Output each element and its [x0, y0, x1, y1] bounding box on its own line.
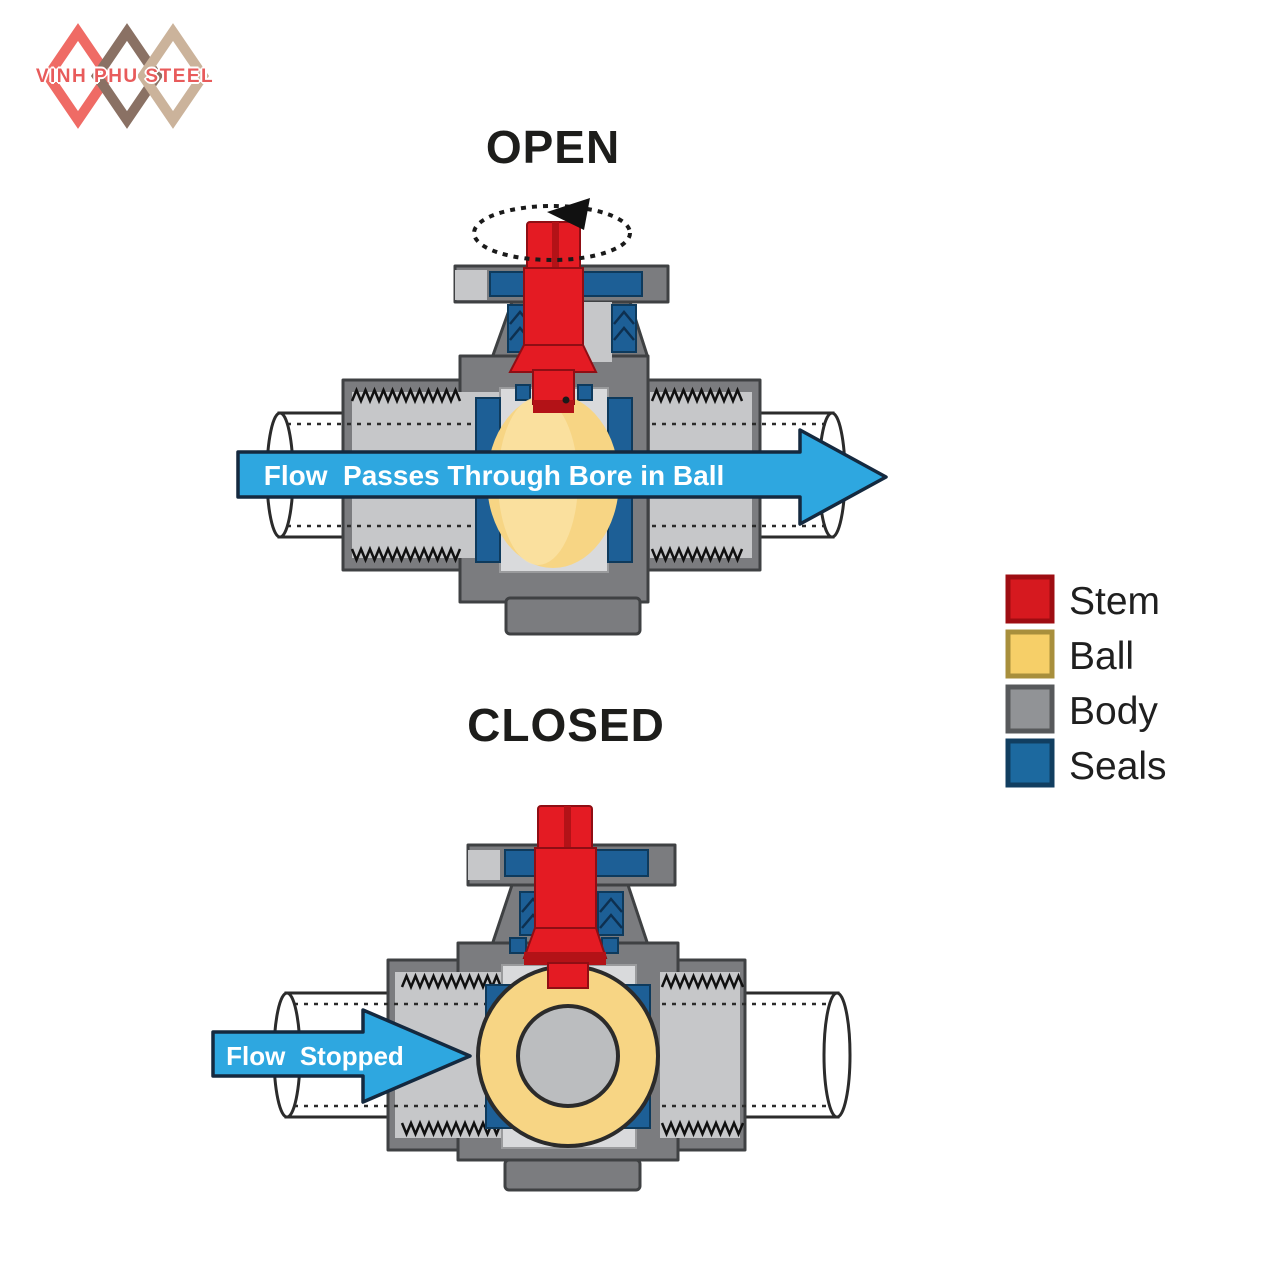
legend: Stem Ball Body Seals	[1005, 574, 1235, 794]
closed-ball-ring	[476, 964, 660, 1148]
closed-threads	[400, 972, 745, 1138]
closed-flow-arrow	[211, 1008, 472, 1104]
logo-diamond-red	[41, 23, 115, 129]
legend-label-body: Body	[1069, 689, 1158, 733]
logo-diamond-tan	[136, 23, 210, 129]
closed-seal-chevrons	[521, 897, 623, 929]
logo-text: VINH PHU STEEL	[35, 66, 215, 87]
legend-swatch-stem	[1010, 579, 1050, 619]
legend-swatch-body-border	[1005, 684, 1055, 734]
legend-swatches	[1005, 574, 1055, 788]
legend-swatch-stem-border	[1005, 574, 1055, 624]
closed-valve	[211, 805, 852, 1192]
rotation-arrow	[472, 198, 632, 262]
logo-diamond-marks	[41, 23, 210, 129]
legend-row-ball: Ball	[1005, 629, 1235, 684]
open-flow-label: Flow Passes Through Bore in Ball	[263, 460, 725, 491]
legend-label-ball: Ball	[1069, 634, 1135, 678]
legend-label-stem: Stem	[1069, 579, 1161, 623]
closed-title: CLOSED	[467, 699, 665, 751]
closed-bore-lines	[294, 1002, 832, 1108]
legend-swatch-seals-border	[1005, 738, 1055, 788]
legend-row-body: Body	[1005, 684, 1235, 739]
legend-swatch-seals	[1010, 743, 1050, 783]
open-flow-arrow	[236, 428, 888, 526]
open-valve	[236, 198, 888, 636]
closed-flow-label: Flow Stopped	[226, 1041, 404, 1071]
legend-swatch-body	[1010, 689, 1050, 729]
legend-label-seals: Seals	[1069, 744, 1167, 788]
legend-row-seals: Seals	[1005, 739, 1235, 794]
closed-stem	[522, 805, 608, 989]
open-threads	[350, 386, 744, 564]
open-title: OPEN	[485, 121, 621, 173]
legend-swatch-ball-border	[1005, 629, 1055, 679]
open-stem	[508, 221, 598, 413]
legend-row-stem: Stem	[1005, 574, 1235, 629]
legend-swatch-ball	[1010, 634, 1050, 674]
